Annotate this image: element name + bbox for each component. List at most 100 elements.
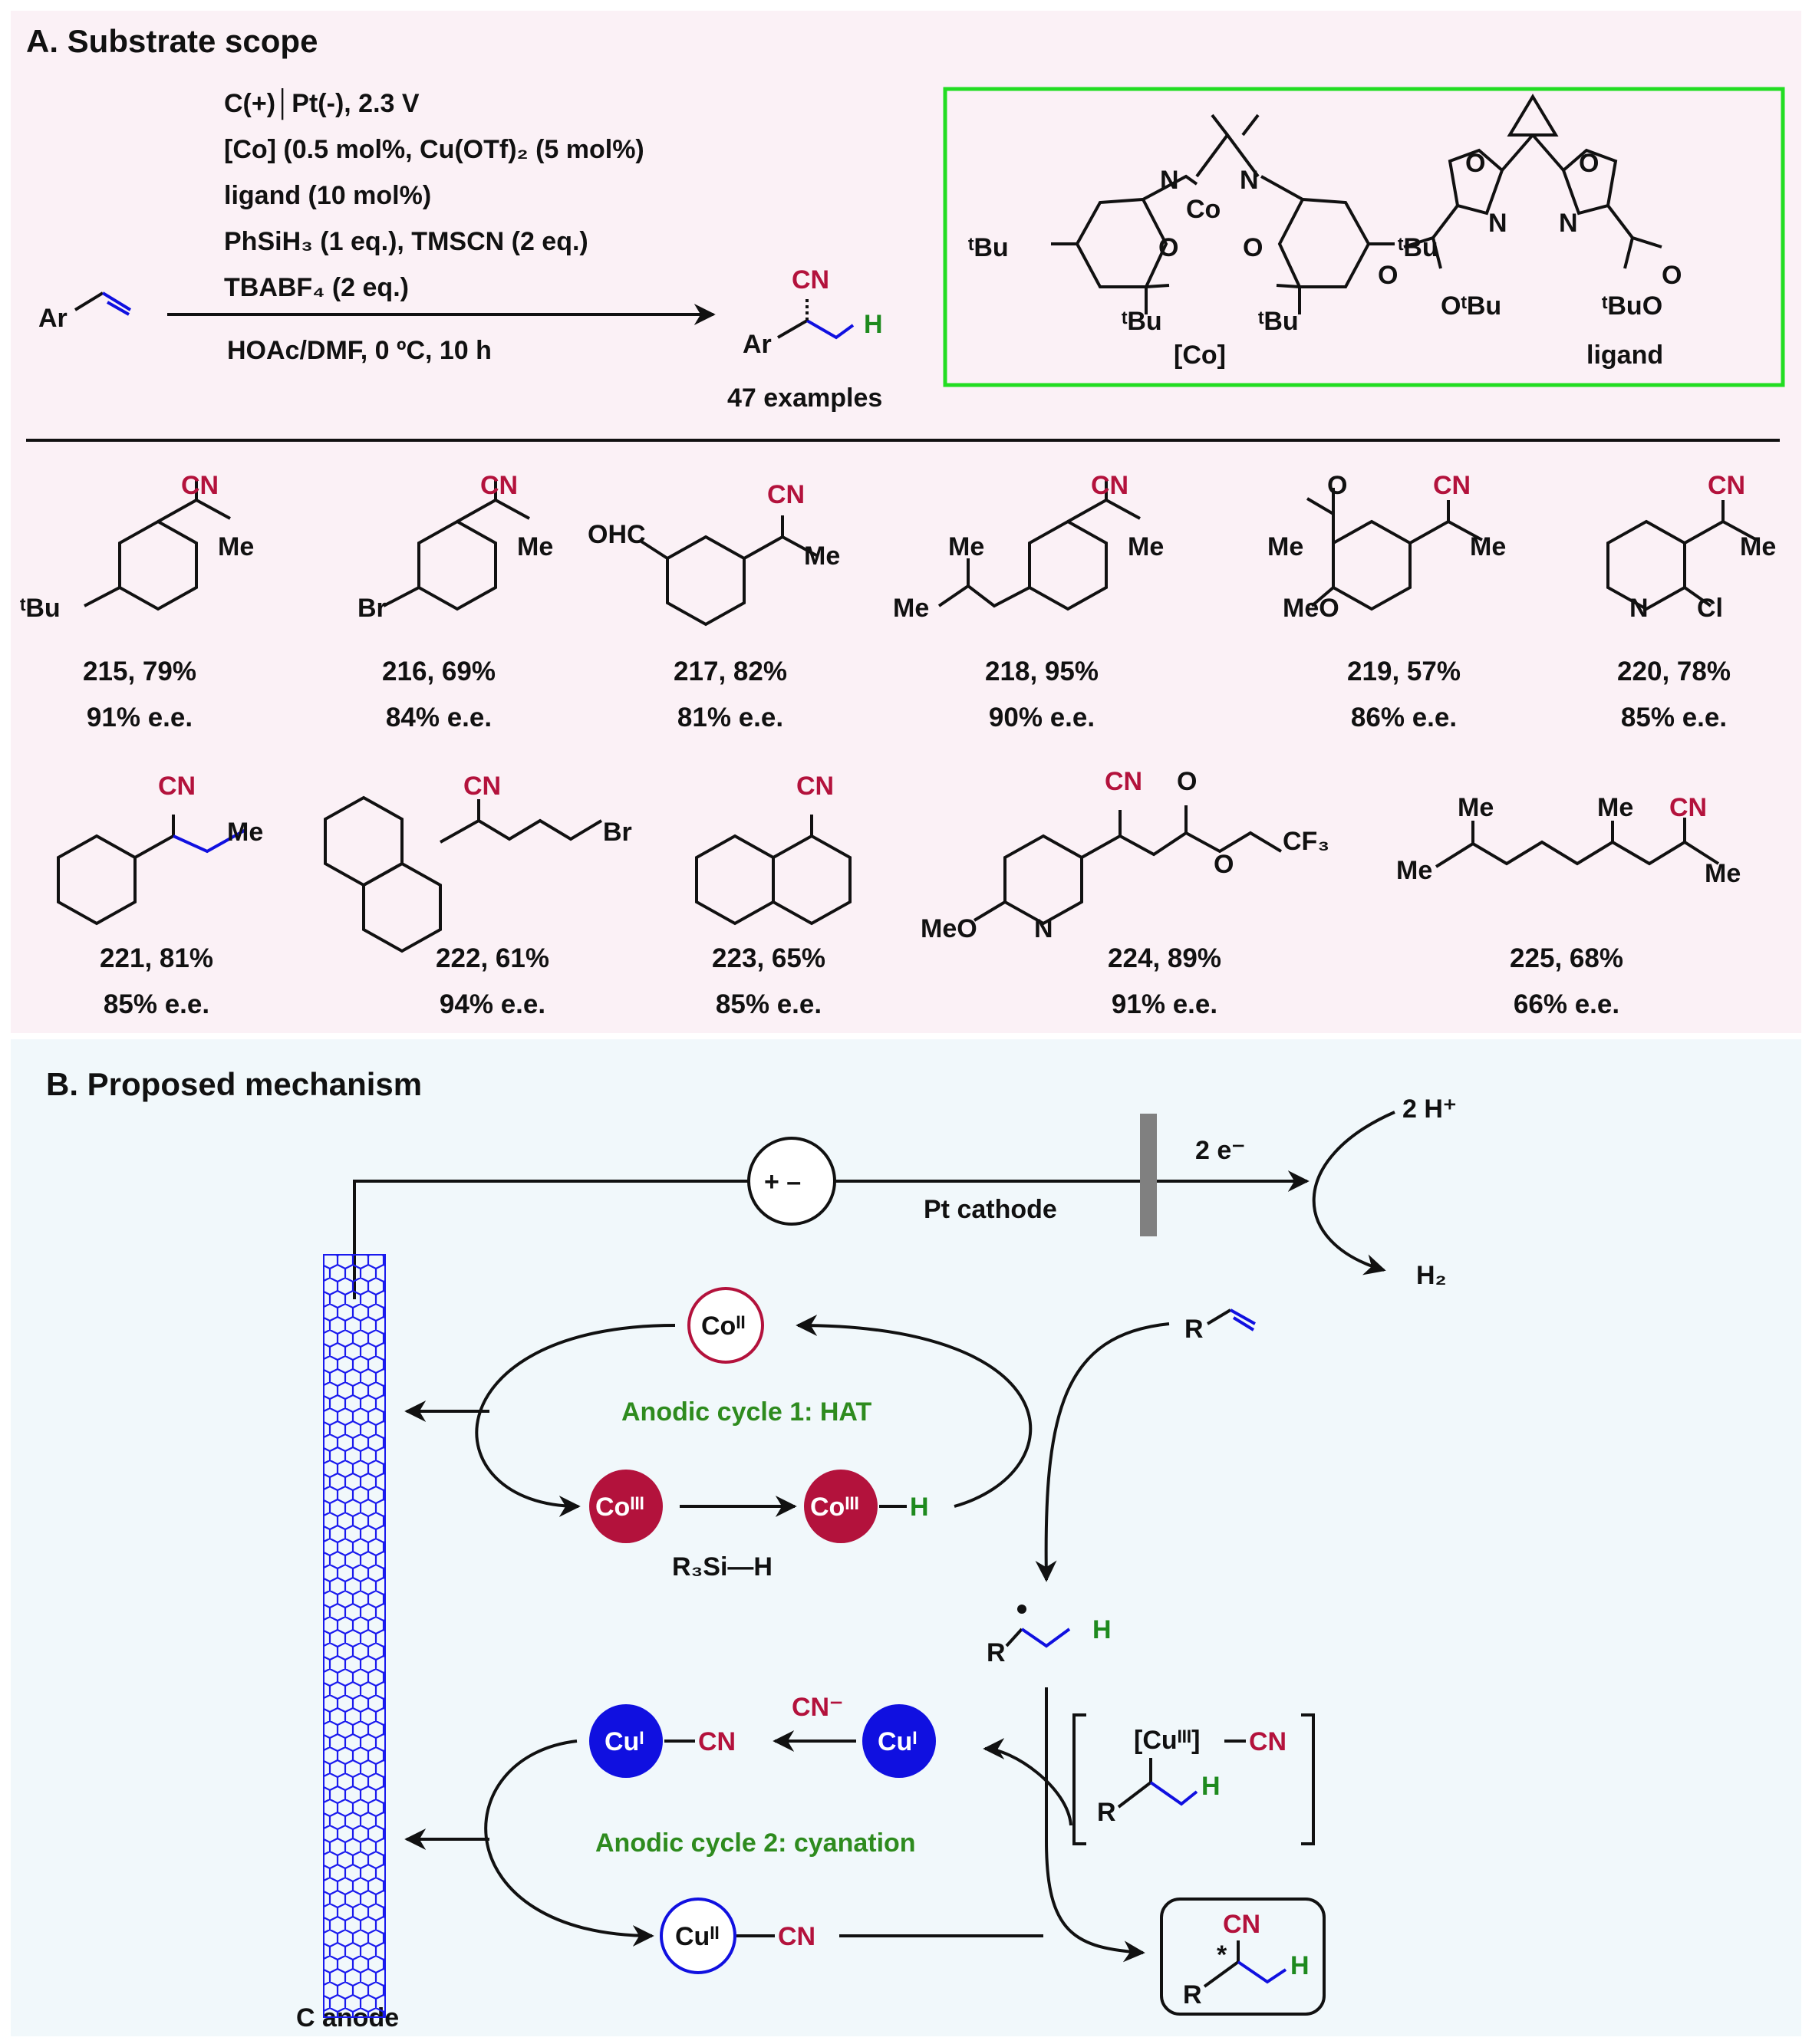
svg-text:CF₃: CF₃	[1283, 827, 1329, 856]
chain-225	[1435, 818, 1720, 868]
svg-text:CN: CN	[480, 471, 518, 500]
svg-text:H: H	[1290, 1951, 1310, 1980]
circuit: + –	[353, 1111, 1395, 1299]
svg-text:[Cuᴵᴵᴵ]: [Cuᴵᴵᴵ]	[1134, 1726, 1200, 1755]
svg-text:CN: CN	[1105, 767, 1142, 796]
svg-text:CN: CN	[1249, 1727, 1287, 1756]
svg-text:OHC: OHC	[588, 520, 646, 549]
product-224-ee: 91% e.e.	[1111, 989, 1218, 1019]
product-217-yield: 217, 82%	[674, 657, 787, 686]
product-225-ee: 66% e.e.	[1513, 989, 1620, 1019]
product-h: H	[864, 310, 883, 339]
ligand-n-left: N	[1488, 209, 1507, 238]
svg-text:Br: Br	[603, 818, 632, 847]
svg-text:Cuᴵ: Cuᴵ	[878, 1727, 917, 1756]
ring-221	[57, 834, 137, 926]
ring-224	[1003, 834, 1083, 926]
silane-label: R₃Si—H	[672, 1552, 773, 1582]
condition-electrolyte: TBABF₄ (2 eq.)	[224, 273, 409, 302]
svg-text:O: O	[1177, 767, 1197, 796]
svg-text:Me: Me	[1396, 856, 1432, 885]
ligand-structure	[1403, 94, 1662, 269]
cu3-intermediate: [Cuᴵᴵᴵ] CN R H	[1072, 1713, 1315, 1845]
ring-216	[417, 519, 497, 611]
svg-text:*: *	[1217, 1940, 1227, 1970]
hydrogen-label: H₂	[1416, 1261, 1447, 1290]
ring-215	[118, 519, 198, 611]
product-219-ee: 86% e.e.	[1350, 703, 1458, 732]
co-n-left: N	[1160, 166, 1179, 195]
svg-text:R: R	[987, 1638, 1006, 1667]
cycle2-label: Anodic cycle 2: cyanation	[595, 1828, 916, 1858]
product-223-ee: 85% e.e.	[715, 989, 822, 1019]
svg-text:Cuᴵ: Cuᴵ	[605, 1727, 644, 1756]
condition-silane: PhSiH₃ (1 eq.), TMSCN (2 eq.)	[224, 227, 588, 256]
svg-text:Me: Me	[1267, 532, 1303, 561]
co3-species	[589, 1470, 663, 1543]
product-216-yield: 216, 69%	[382, 657, 496, 686]
svg-text:Me: Me	[1597, 793, 1633, 822]
svg-text:CN: CN	[1433, 471, 1471, 500]
catalyst-box	[943, 87, 1785, 387]
ligand-carbonyl-left: O	[1378, 261, 1398, 290]
svg-text:Me: Me	[1705, 859, 1741, 888]
svg-text:Me: Me	[227, 818, 263, 847]
product-222-yield: 222, 61%	[436, 943, 549, 973]
co-n-right: N	[1240, 166, 1259, 195]
ligand-o-right: O	[1579, 149, 1599, 178]
svg-text:MeO: MeO	[921, 914, 977, 943]
product-box	[1160, 1898, 1326, 2016]
ligand-otbu-left: OᵗBu	[1441, 291, 1501, 321]
svg-text:Me: Me	[948, 532, 984, 561]
svg-text:CN: CN	[1669, 793, 1707, 822]
ring-222b	[362, 861, 442, 953]
product-216-ee: 84% e.e.	[385, 703, 493, 732]
cycle1-label: Anodic cycle 1: HAT	[621, 1397, 872, 1427]
ligand-otbu-right: ᵗBuO	[1602, 291, 1662, 321]
svg-text:CN: CN	[158, 772, 196, 801]
svg-text:Me: Me	[804, 541, 840, 571]
svg-text:ᵗBu: ᵗBu	[20, 594, 61, 623]
svg-text:MeO: MeO	[1283, 594, 1339, 623]
ring-223a	[695, 834, 775, 926]
catalyst-label: [Co]	[1174, 341, 1226, 370]
product-224-yield: 224, 89%	[1108, 943, 1221, 973]
cu2-cn-species	[660, 1898, 736, 1974]
svg-text:Coᴵᴵ: Coᴵᴵ	[701, 1312, 746, 1341]
condition-solvent: HOAc/DMF, 0 ºC, 10 h	[227, 336, 492, 365]
svg-text:O: O	[1214, 850, 1234, 879]
svg-text:CN: CN	[181, 471, 219, 500]
electrons-label: 2 e⁻	[1195, 1136, 1246, 1165]
svg-text:Br: Br	[357, 594, 387, 623]
svg-text:Me: Me	[1458, 793, 1494, 822]
product-215-yield: 215, 79%	[83, 657, 196, 686]
co2-species	[687, 1287, 764, 1364]
svg-text:Cuᴵᴵ: Cuᴵᴵ	[675, 1922, 720, 1951]
svg-text:CN: CN	[796, 772, 834, 801]
svg-text:CN: CN	[463, 772, 501, 801]
svg-text:N: N	[1629, 594, 1649, 623]
radical-intermediate: R H	[983, 1605, 1145, 1963]
product-223-yield: 223, 65%	[712, 943, 825, 973]
co-center: Co	[1186, 195, 1221, 224]
product-219-yield: 219, 57%	[1347, 657, 1461, 686]
svg-text:CN: CN	[767, 480, 805, 509]
ligand-label: ligand	[1586, 341, 1664, 370]
cu1-species	[862, 1704, 936, 1778]
product-rings	[57, 479, 1758, 953]
svg-text:CN: CN	[698, 1727, 736, 1756]
product-225-yield: 225, 68%	[1510, 943, 1623, 973]
svg-text:Coᴵᴵᴵ: Coᴵᴵᴵ	[810, 1493, 859, 1522]
ligand-n-right: N	[1559, 209, 1578, 238]
condition-catalyst: [Co] (0.5 mol%, Cu(OTf)₂ (5 mol%)	[224, 135, 644, 164]
co-tbu-bottom-left: ᵗBu	[1122, 307, 1162, 336]
svg-text:Me: Me	[893, 594, 929, 623]
cu1-cn-species	[589, 1704, 663, 1778]
svg-text:Me: Me	[517, 532, 553, 561]
svg-text:Me: Me	[218, 532, 254, 561]
examples-count: 47 examples	[727, 383, 883, 413]
ring-222a	[324, 795, 404, 887]
